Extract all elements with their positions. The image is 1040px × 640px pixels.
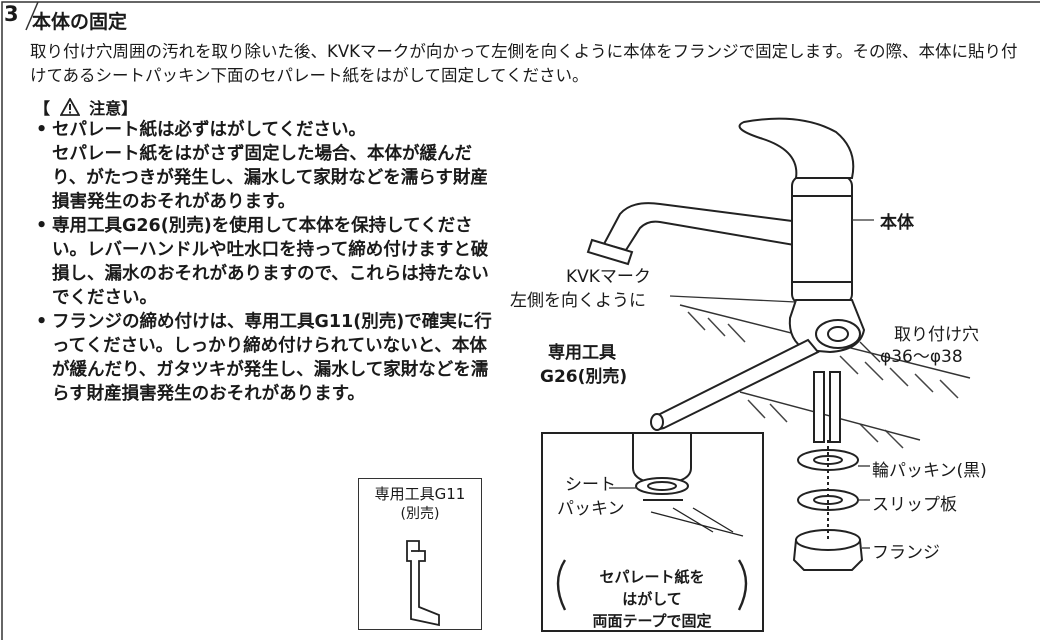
caution-list: セパレート紙は必ずはがしてください。 セパレート紙をはがさず固定した場合、本体が…	[34, 118, 504, 406]
label-ring-packing: 輪パッキン(黒)	[872, 461, 987, 481]
label-flange: フランジ	[872, 543, 940, 563]
caution-item-body: フランジの締め付けは、専用工具G11(別売)で確実に行ってください。しっかり締め…	[52, 312, 492, 404]
caution-item-body: 専用工具G26(別売)を使用して本体を保持してください。レバーハンドルや吐水口を…	[52, 216, 489, 308]
note-line-3: 両面テープで固定	[592, 612, 712, 630]
caution-label: 注意】	[89, 99, 138, 118]
label-hole-diameter: φ36〜φ38	[880, 347, 963, 367]
label-slip-plate: スリップ板	[872, 495, 957, 515]
step-number: 3	[4, 2, 19, 26]
note-line-2: はがして	[622, 590, 682, 608]
caution-item: 専用工具G26(別売)を使用して本体を保持してください。レバーハンドルや吐水口を…	[34, 214, 504, 310]
section-title: 本体の固定	[32, 11, 128, 33]
separator-note: セパレート紙を はがして 両面テープで固定	[554, 566, 750, 632]
label-packing: パッキン	[557, 499, 625, 519]
inset-illustration	[556, 434, 748, 611]
countertop-hatch	[687, 311, 959, 449]
caution-item-lead: セパレート紙は必ずはがしてください。	[52, 120, 366, 140]
label-kvk-direction: 左側を向くように	[510, 291, 646, 311]
caution-item: フランジの締め付けは、専用工具G11(別売)で確実に行ってください。しっかり締め…	[34, 310, 504, 406]
intro-text: 取り付け穴周囲の汚れを取り除いた後、KVKマークが向かって左側を向くように本体を…	[30, 42, 1018, 85]
label-mounting-hole: 取り付け穴	[894, 325, 979, 345]
sheet-packing-inset: シート パッキン	[541, 432, 764, 632]
caution-heading: 【 注意】	[34, 95, 137, 119]
tool-g11-box: 専用工具G11 (別売)	[358, 478, 482, 630]
tool-g11-label: 専用工具G11	[374, 485, 466, 503]
label-kvk-mark: KVKマーク	[566, 267, 651, 287]
caution-item-body: セパレート紙をはがさず固定した場合、本体が緩んだり、がたつきが発生し、漏水して家…	[52, 144, 488, 212]
caution-bracket: 【	[34, 99, 51, 118]
warning-icon	[59, 98, 80, 116]
label-tool-g26: 専用工具	[548, 343, 616, 363]
caution-item: セパレート紙は必ずはがしてください。 セパレート紙をはがさず固定した場合、本体が…	[34, 118, 504, 214]
tool-g11-note: (別売)	[400, 506, 440, 522]
note-line-1: セパレート紙を	[599, 568, 705, 586]
label-body: 本体	[880, 213, 914, 233]
label-sheet: シート	[565, 475, 616, 495]
label-tool-g26-name: G26(別売)	[540, 367, 628, 387]
tool-g11-illustration	[406, 540, 440, 627]
